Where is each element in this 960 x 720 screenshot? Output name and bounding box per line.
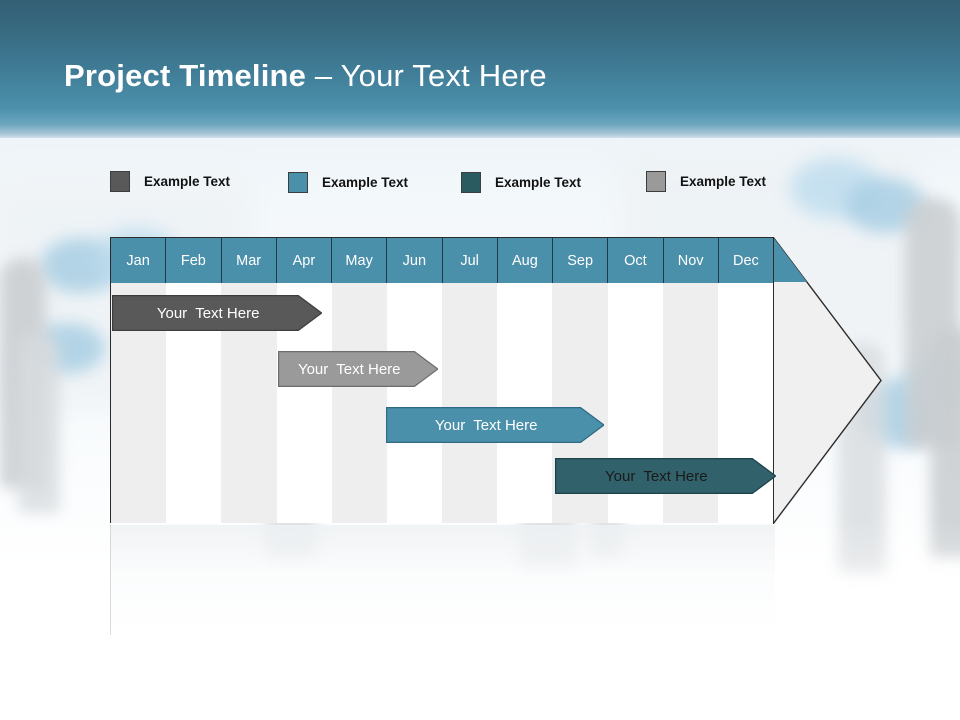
background-person	[18, 333, 60, 513]
month-header-row: Jan Feb Mar Apr May Jun Jul Aug Sep Oct …	[111, 238, 773, 283]
legend-swatch-dark-gray-icon	[110, 170, 130, 192]
task-bar-2-label: Your Text Here	[297, 360, 401, 378]
task-bar-3-shape: Your Text Here	[386, 407, 605, 443]
grid-column-may	[331, 283, 387, 523]
month-cell-mar[interactable]: Mar	[222, 238, 277, 283]
task-bar-2-shape: Your Text Here	[278, 351, 438, 387]
timeline-arrow-head-icon	[773, 237, 882, 524]
month-cell-feb[interactable]: Feb	[166, 238, 222, 283]
month-cell-oct[interactable]: Oct	[608, 238, 664, 283]
legend-label-3: Example Text	[495, 174, 582, 190]
task-bar-1-shape: Your Text Here	[112, 295, 322, 331]
task-bar-2[interactable]: Your Text Here	[278, 351, 439, 387]
task-bar-4[interactable]: Your Text Here	[555, 458, 776, 494]
month-cell-nov[interactable]: Nov	[664, 238, 719, 283]
legend-label-2: Example Text	[322, 174, 409, 190]
task-bar-1[interactable]: Your Text Here	[112, 295, 323, 331]
legend-swatch-blue-icon	[288, 171, 308, 193]
legend-item-1[interactable]: Example Text	[110, 170, 230, 192]
month-cell-dec[interactable]: Dec	[732, 252, 759, 269]
month-cell-may[interactable]: May	[332, 238, 388, 283]
page-title-bold: Project Timeline	[64, 58, 307, 93]
month-cell-apr[interactable]: Apr	[277, 238, 332, 283]
title-banner	[0, 0, 960, 138]
month-cell-jan[interactable]: Jan	[111, 238, 167, 283]
legend-item-4[interactable]: Example Text	[646, 170, 766, 192]
task-bar-4-label: Your Text Here	[605, 467, 708, 485]
grid-column-jul	[442, 283, 498, 523]
legend-item-2[interactable]: Example Text	[288, 171, 408, 193]
month-cell-aug[interactable]: Aug	[498, 238, 553, 283]
month-cell-jul[interactable]: Jul	[443, 238, 498, 283]
grid-column-jun	[386, 283, 443, 523]
legend-swatch-teal-icon	[461, 171, 481, 193]
legend-label-4: Example Text	[680, 173, 767, 189]
task-bar-3[interactable]: Your Text Here	[386, 407, 605, 443]
task-bar-1-label: Your Text Here	[156, 304, 260, 322]
task-bar-3-label: Your Text Here	[434, 416, 538, 434]
legend-item-3[interactable]: Example Text	[461, 171, 581, 193]
task-bar-4-shape: Your Text Here	[555, 458, 776, 494]
legend-swatch-light-gray-icon	[646, 170, 666, 192]
page-title-rest: – Your Text Here	[306, 58, 547, 93]
month-cell-sep[interactable]: Sep	[553, 238, 609, 283]
legend-label-1: Example Text	[144, 173, 231, 189]
month-cell-jun[interactable]: Jun	[387, 238, 443, 283]
page-title: Project Timeline – Your Text Here	[64, 58, 547, 94]
table-reflection	[110, 525, 775, 635]
grid-column-aug	[497, 283, 553, 523]
